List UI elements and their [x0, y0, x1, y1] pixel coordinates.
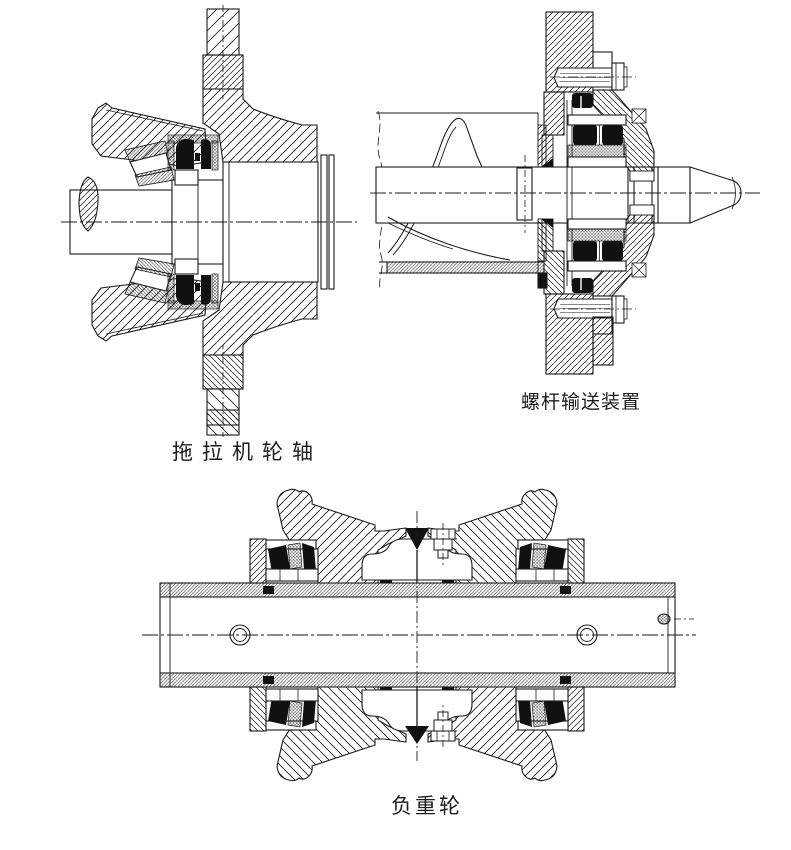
figure-caption-screw-conveyor: 螺杆输送装置 [521, 392, 642, 413]
stud-tip-bottom [206, 409, 240, 426]
lower-flange-block [592, 316, 614, 366]
auger-blade-lower [387, 216, 511, 261]
hub-bolt-fitting [429, 523, 457, 567]
figure-screw-conveyor [368, 5, 768, 375]
axle-tube [159, 582, 694, 688]
bearing-seal-stud-top [124, 5, 244, 187]
steering-arm-section [78, 176, 99, 232]
centerlines [142, 511, 696, 761]
bearing-housing-top [537, 51, 655, 182]
figure-tractor-wheel-axle [55, 3, 365, 437]
figure-road-wheel [140, 483, 700, 783]
screw-conveyor-drawing [370, 11, 760, 375]
figure-caption-tractor-axle: 拖拉机轮轴 [172, 440, 322, 464]
figure-caption-road-wheel: 负重轮 [391, 794, 463, 818]
trough-plate [379, 261, 548, 289]
wheel-top-half [249, 488, 585, 595]
tractor-wheel-axle-drawing [61, 5, 357, 437]
road-wheel-drawing [142, 488, 696, 783]
